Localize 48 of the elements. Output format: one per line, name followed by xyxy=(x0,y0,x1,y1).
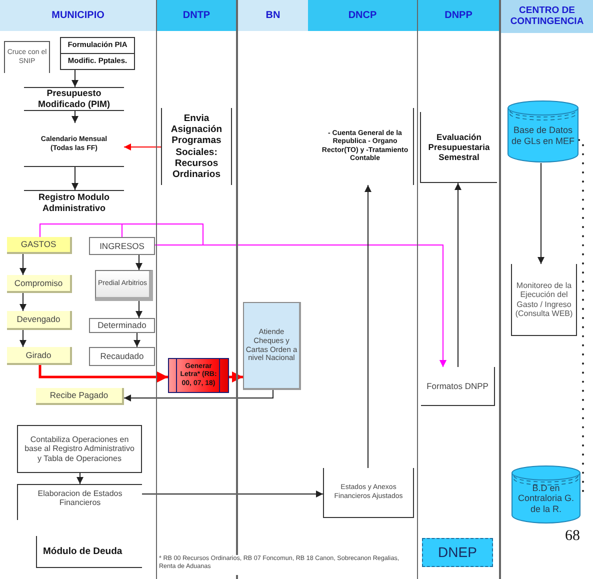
process-step: Registro Modulo Administrativo xyxy=(24,190,124,214)
process-step: Envia Asignación Programas Sociales: Recursos Ordinarios xyxy=(161,108,232,185)
process-box: INGRESOS xyxy=(89,237,155,255)
arrow xyxy=(20,254,26,276)
process-step: Elaboracion de Estados Financieros xyxy=(17,484,142,520)
arrow xyxy=(142,490,324,498)
process-box: Compromiso xyxy=(7,275,72,293)
arrow xyxy=(136,254,142,270)
process-step: Monitoreo de la Ejecución del Gasto / Ingreso (Consulta WEB) xyxy=(511,264,577,336)
process-box: Contabiliza Operaciones en base al Registro Administrativo y Tabla de Operaciones xyxy=(17,425,142,473)
process-box: Recibe Pagado xyxy=(36,388,124,405)
lane-header: MUNICIPIO xyxy=(0,0,156,31)
lane-header: CENTRO DE CONTINGENCIA xyxy=(501,0,593,33)
process-box: GASTOS xyxy=(7,237,72,254)
arrow xyxy=(124,390,274,402)
arrow xyxy=(38,365,168,382)
arrow xyxy=(136,300,142,318)
swimlane xyxy=(0,0,157,579)
arrow xyxy=(454,182,462,368)
arrow xyxy=(72,166,78,190)
arrow xyxy=(229,372,243,382)
process-box: DNEP xyxy=(422,538,493,567)
lane-header: DNPP xyxy=(418,0,499,31)
arrow xyxy=(72,70,78,88)
arrow xyxy=(538,162,544,264)
process-box xyxy=(60,37,135,70)
lane-header: BN xyxy=(238,0,308,31)
swimlane xyxy=(500,0,593,579)
process-step: Evaluación Presupuestaria Semestral xyxy=(420,112,497,183)
arrow xyxy=(72,110,78,124)
process-step: Presupuesto Modificado (PIM) xyxy=(24,87,124,111)
arrow xyxy=(154,244,446,368)
arrow xyxy=(364,184,372,468)
arrow xyxy=(124,144,162,150)
process-step: Módulo de Deuda xyxy=(36,536,142,568)
process-box: Recaudado xyxy=(89,347,155,366)
page-number: 68 xyxy=(565,527,581,546)
process-box: Devengado xyxy=(7,311,72,330)
arrow xyxy=(134,332,140,348)
process-step: Formatos DNPP xyxy=(421,367,495,406)
lane-header: DNCP xyxy=(308,0,417,31)
arrow xyxy=(76,472,84,484)
arrow xyxy=(20,330,26,348)
arrow xyxy=(20,292,26,312)
process-box: Determinado xyxy=(89,318,155,333)
process-box: Girado xyxy=(7,347,72,365)
swimlane xyxy=(418,0,500,579)
lane-header: DNTP xyxy=(157,0,236,31)
